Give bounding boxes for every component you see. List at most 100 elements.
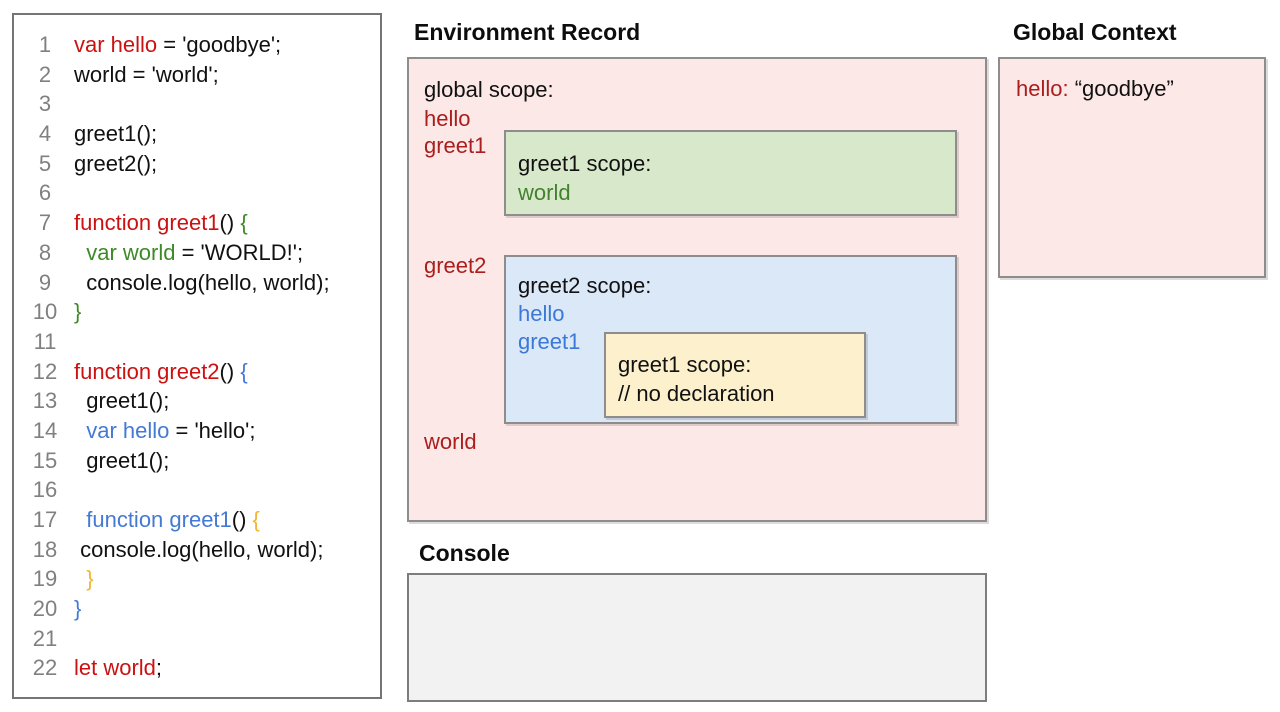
code-line: 21 <box>14 624 380 654</box>
code-token: { <box>252 507 260 532</box>
line-number: 16 <box>32 477 58 503</box>
code-lines: 1 var hello = 'goodbye'; 2 world = 'world';… <box>14 30 380 683</box>
line-number: 17 <box>32 507 58 532</box>
code-line: 19 } <box>14 564 380 594</box>
line-number: 22 <box>32 655 58 681</box>
code-token: { <box>240 358 248 384</box>
code-token: function greet2 <box>74 358 220 384</box>
line-number: 7 <box>38 210 52 236</box>
code-text: let world; <box>74 653 162 683</box>
code-token: greet2(); <box>74 150 158 176</box>
code-line: 1 var hello = 'goodbye'; <box>14 30 380 60</box>
code-text: function greet1() { <box>74 505 260 535</box>
code-token: } <box>86 566 94 592</box>
console-output-box <box>407 573 987 702</box>
code-line: 9 console.log(hello, world); <box>14 268 380 298</box>
greet1-scope-box: greet1 scope: world <box>504 130 957 216</box>
greet2-var-hello: hello <box>518 301 565 326</box>
code-token: console.log(hello, world); <box>74 536 324 562</box>
code-text: var hello = 'hello'; <box>74 416 255 446</box>
code-text: } <box>74 594 81 624</box>
code-line: 3 <box>14 89 380 119</box>
code-token: ; <box>155 655 163 681</box>
code-text: } <box>74 297 81 327</box>
code-token: console.log(hello, world); <box>74 269 330 295</box>
code-text: greet1(); <box>74 119 157 149</box>
code-token: { <box>240 210 248 236</box>
code-text: greet1(); <box>74 446 169 476</box>
code-token: world = 'world'; <box>74 61 219 87</box>
line-number: 14 <box>32 417 58 443</box>
code-line: 20} <box>14 594 380 624</box>
code-line: 8 var world = 'WORLD!'; <box>14 238 380 268</box>
code-editor-panel: 1 var hello = 'goodbye'; 2 world = 'world';… <box>12 13 382 699</box>
global-scope-box: global scope: hello greet1 greet2 world … <box>407 57 987 522</box>
code-line: 11 <box>14 327 380 357</box>
code-line: 15 greet1(); <box>14 446 380 476</box>
code-line: 10} <box>14 297 380 327</box>
code-token: } <box>74 596 82 622</box>
code-token: = 'goodbye'; <box>157 32 282 57</box>
code-text: var world = 'WORLD!'; <box>74 238 303 268</box>
code-line: 2 world = 'world'; <box>14 60 380 90</box>
line-number: 4 <box>38 121 52 147</box>
greet2-scope-title: greet2 scope: <box>518 273 652 298</box>
code-token <box>74 418 86 443</box>
code-token: var world <box>86 239 176 265</box>
code-line: 5 greet2(); <box>14 149 380 179</box>
code-token: greet1(); <box>74 447 170 473</box>
code-line: 22 let world; <box>14 653 380 683</box>
global-var-hello: hello <box>424 106 471 131</box>
code-token: () <box>219 210 241 236</box>
code-token: = 'hello'; <box>169 417 256 443</box>
global-context-heading: Global Context <box>1013 19 1177 45</box>
line-number: 18 <box>32 536 58 562</box>
code-text: console.log(hello, world); <box>74 268 330 298</box>
code-token: greet1(); <box>74 121 158 147</box>
line-number: 1 <box>38 32 52 57</box>
global-context-value: “goodbye” <box>1074 76 1174 101</box>
environment-record-heading: Environment Record <box>414 19 641 45</box>
code-text: function greet2() { <box>74 357 248 387</box>
code-token <box>74 507 86 532</box>
code-token: () <box>231 507 253 532</box>
global-var-greet2: greet2 <box>424 253 487 278</box>
greet1-inner-scope-box: greet1 scope: // no declaration <box>604 332 866 418</box>
code-text: console.log(hello, world); <box>74 535 323 565</box>
code-line: 13 greet1(); <box>14 386 380 416</box>
code-line: 7 function greet1() { <box>14 208 380 238</box>
code-line: 17 function greet1() { <box>14 505 380 535</box>
line-number: 13 <box>32 388 58 414</box>
code-token <box>74 566 86 591</box>
console-heading: Console <box>419 540 510 566</box>
greet1-inner-scope-comment: // no declaration <box>618 381 775 406</box>
global-var-greet1: greet1 <box>424 133 487 158</box>
line-number: 10 <box>32 299 58 325</box>
code-token: function greet1 <box>74 210 220 236</box>
code-line: 14 var hello = 'hello'; <box>14 416 380 446</box>
line-number: 19 <box>32 566 58 592</box>
code-text: function greet1() { <box>74 208 248 238</box>
greet1-var-world: world <box>518 180 571 205</box>
code-line: 18 console.log(hello, world); <box>14 535 380 565</box>
line-number: 20 <box>32 596 58 622</box>
global-var-world: world <box>424 429 477 454</box>
code-line: 16 <box>14 475 380 505</box>
line-number: 3 <box>38 91 52 117</box>
line-number: 21 <box>32 625 58 651</box>
global-context-box: hello: “goodbye” <box>998 57 1266 278</box>
code-text: } <box>74 564 94 594</box>
code-token: var hello <box>74 32 158 57</box>
greet1-scope-title: greet1 scope: <box>518 151 652 176</box>
line-number: 15 <box>32 447 58 473</box>
line-number: 5 <box>38 150 52 176</box>
code-token: function greet1 <box>86 507 232 532</box>
code-token: let world <box>74 655 156 681</box>
code-token: = 'WORLD!'; <box>175 239 304 265</box>
code-text: world = 'world'; <box>74 60 219 90</box>
code-token: var hello <box>86 417 170 443</box>
line-number: 9 <box>38 269 52 295</box>
global-context-key: hello: <box>1016 76 1069 101</box>
line-number: 2 <box>38 61 52 87</box>
